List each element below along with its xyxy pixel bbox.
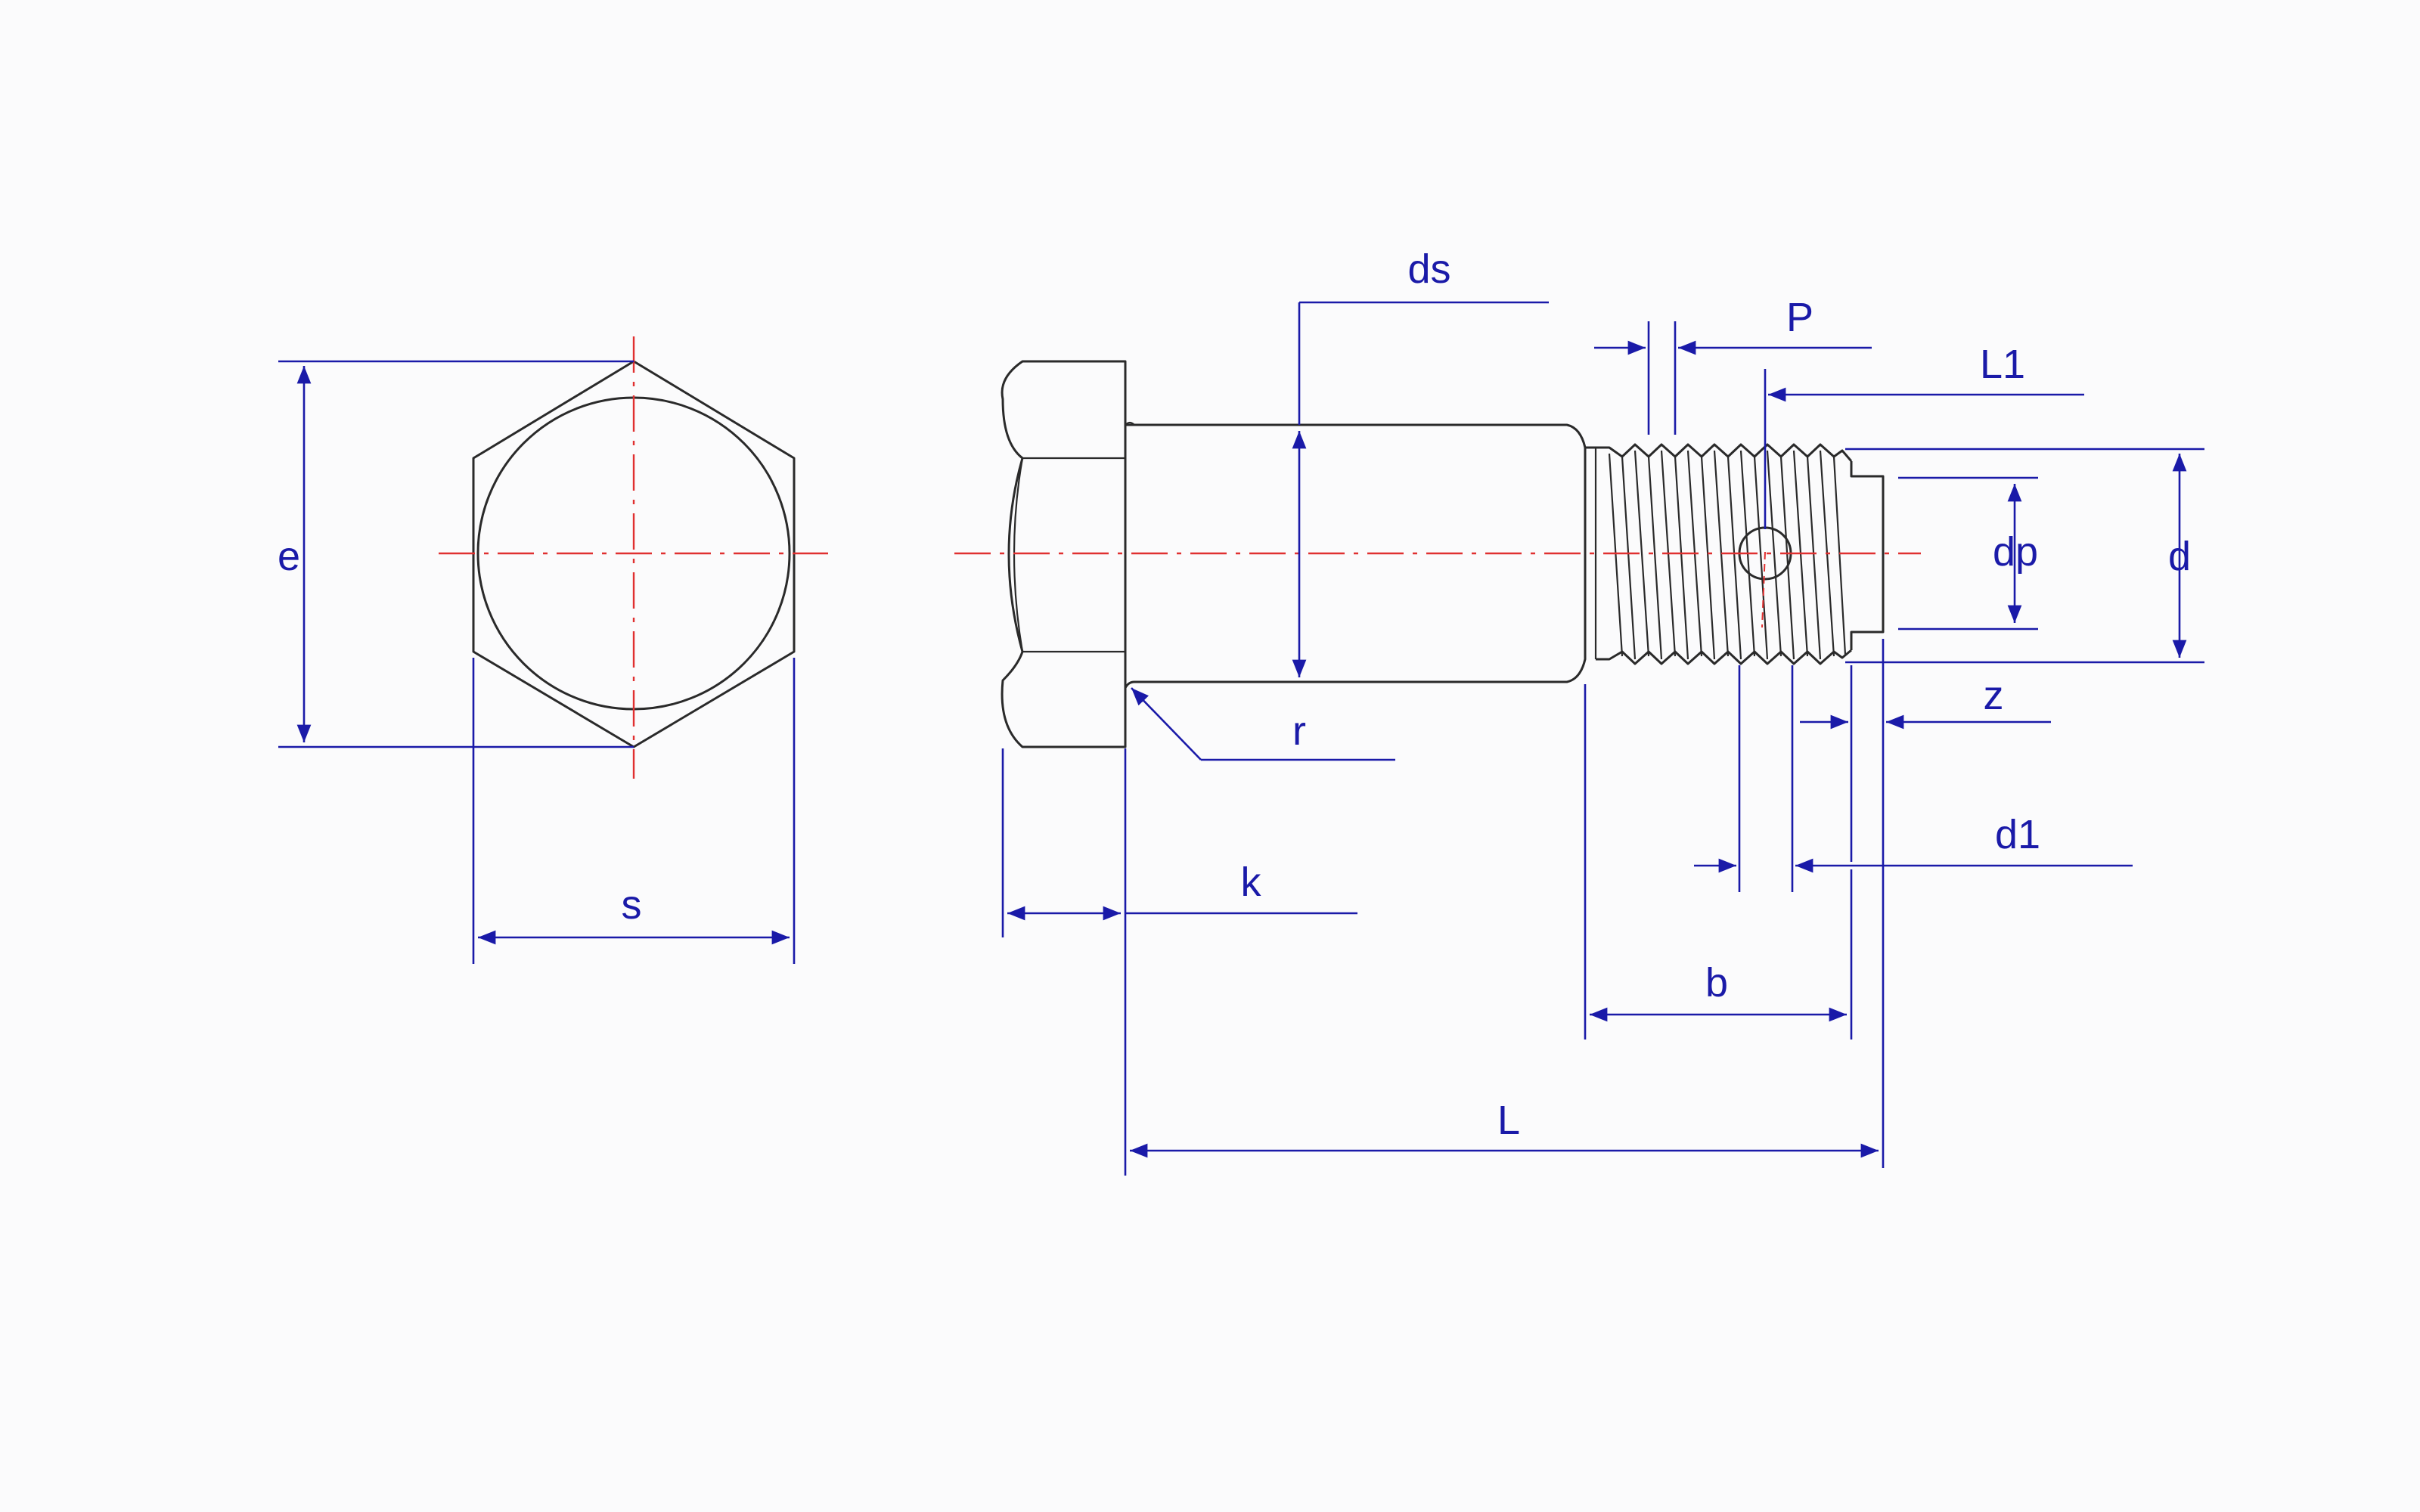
label-d1: d1 bbox=[1995, 812, 2040, 857]
dimension-d: d bbox=[1845, 448, 2204, 664]
thread-end bbox=[1850, 461, 1885, 650]
thread-crests-top bbox=[1596, 443, 1853, 462]
shank-outline bbox=[1124, 423, 1587, 689]
label-z: z bbox=[1984, 673, 2004, 718]
dimension-r: r bbox=[1131, 687, 1395, 761]
dimension-b: b bbox=[1584, 684, 1853, 1040]
label-s: s bbox=[622, 882, 642, 928]
label-b: b bbox=[1705, 960, 1728, 1005]
dimension-d1: d1 bbox=[1694, 665, 2133, 892]
label-d: d bbox=[2168, 534, 2191, 579]
dimension-ds: ds bbox=[1292, 246, 1549, 677]
label-k: k bbox=[1241, 860, 1262, 905]
label-P: P bbox=[1786, 295, 1813, 340]
dimension-P: P bbox=[1594, 295, 1872, 435]
bolt-side-view bbox=[954, 360, 1921, 748]
head-end-view bbox=[439, 336, 828, 779]
dimension-s: s bbox=[472, 658, 796, 964]
label-e: e bbox=[278, 534, 300, 579]
dimension-dp: dp bbox=[1898, 476, 2038, 631]
dimension-e: e bbox=[278, 360, 634, 748]
head-outline bbox=[1001, 360, 1127, 748]
dimension-z: z bbox=[1800, 639, 2051, 1168]
dimension-k: k bbox=[1001, 748, 1357, 1176]
dimension-L1: L1 bbox=[1764, 342, 2084, 529]
label-r: r bbox=[1292, 708, 1306, 754]
label-L: L bbox=[1497, 1098, 1520, 1143]
label-L1: L1 bbox=[1980, 342, 2025, 387]
label-dp: dp bbox=[1993, 529, 2038, 575]
dimension-L: L bbox=[1130, 1098, 1879, 1158]
label-ds: ds bbox=[1407, 246, 1450, 292]
